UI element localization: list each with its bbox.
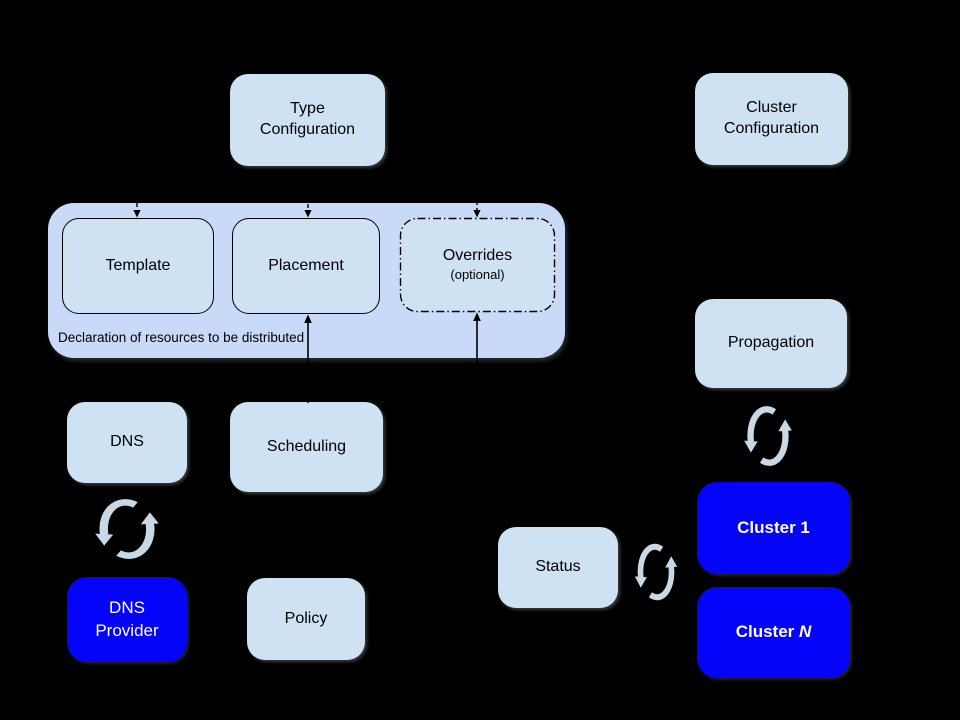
node-label: Scheduling	[266, 437, 347, 455]
node-scheduling: Scheduling	[230, 402, 383, 492]
node-cluster-configuration: Cluster Configuration	[695, 73, 848, 165]
node-propagation: Propagation	[695, 299, 847, 388]
node-sublabel: (optional)	[450, 267, 505, 283]
node-label: Policy	[284, 609, 328, 627]
node-label: Cluster 1	[737, 517, 810, 537]
node-label: DNS	[109, 598, 145, 618]
sync-icon	[741, 399, 795, 473]
node-label: DNS	[110, 433, 144, 451]
node-label: Configuration	[723, 120, 820, 137]
node-type-configuration: Type Configuration	[230, 74, 385, 166]
node-template: Template	[62, 218, 214, 314]
node-label: Cluster	[746, 99, 797, 117]
node-label: Placement	[268, 256, 344, 274]
node-policy: Policy	[247, 578, 365, 660]
node-cluster-1: Cluster 1	[697, 482, 850, 574]
node-label: Template	[105, 256, 171, 274]
node-dns-provider: DNS Provider	[67, 577, 187, 662]
node-label: Status	[535, 558, 581, 576]
node-dns: DNS	[67, 402, 187, 483]
node-label: Cluster N	[735, 622, 812, 642]
group-caption: Declaration of resources to be distribut…	[58, 330, 305, 345]
node-label: Provider	[95, 620, 159, 640]
sync-icon	[95, 499, 159, 559]
node-status: Status	[498, 527, 618, 608]
node-label: Propagation	[727, 334, 815, 352]
sync-icon	[632, 537, 680, 607]
node-label: Overrides	[442, 246, 513, 264]
node-cluster-n: Cluster N	[697, 587, 850, 678]
node-overrides: Overrides (optional)	[400, 218, 555, 312]
node-placement: Placement	[232, 218, 380, 314]
node-label: Type	[290, 100, 325, 118]
node-label: Configuration	[259, 121, 356, 138]
